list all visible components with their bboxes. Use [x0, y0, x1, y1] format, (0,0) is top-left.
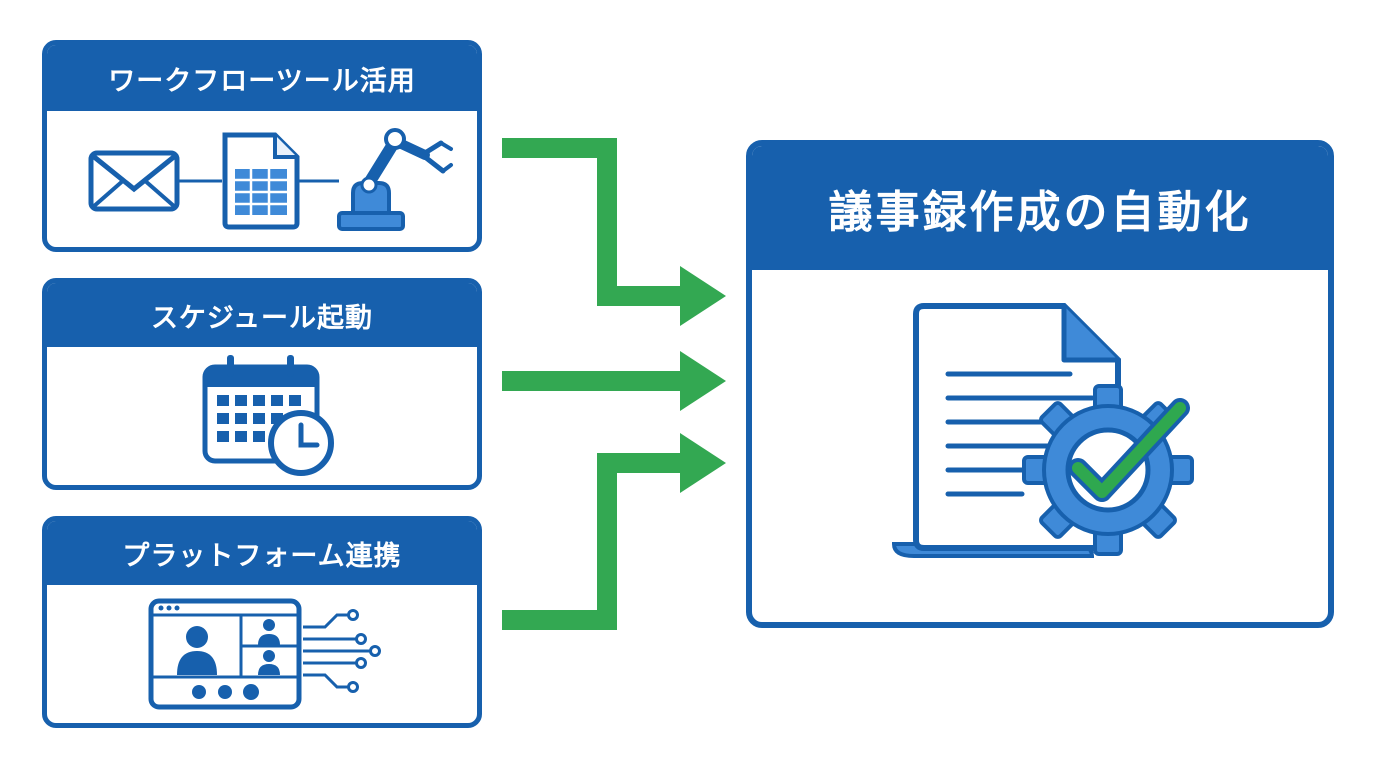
arrow-platform-to-target: [502, 453, 684, 630]
workflow-tool-title: ワークフローツール活用: [47, 45, 477, 111]
platform-integration-card: プラットフォーム連携: [42, 516, 482, 728]
arrowhead-workflow: [680, 266, 726, 326]
platform-integration-title: プラットフォーム連携: [47, 521, 477, 585]
video-conference-icon: [148, 598, 302, 710]
schedule-launch-title: スケジュール起動: [47, 283, 477, 347]
arrowhead-schedule: [680, 351, 726, 411]
arrow-workflow-to-target: [502, 138, 684, 306]
workflow-tool-card: ワークフローツール活用: [42, 40, 482, 252]
schedule-launch-card: スケジュール起動: [42, 278, 482, 490]
checkmark-icon: [1068, 398, 1190, 502]
spreadsheet-icon: [222, 132, 300, 230]
minutes-automation-card: 議事録作成の自動化: [746, 140, 1334, 628]
calendar-clock-icon: [202, 355, 334, 476]
robot-arm-icon: [337, 128, 453, 231]
arrowhead-platform: [680, 433, 726, 493]
mail-icon: [88, 150, 180, 212]
minutes-automation-title: 議事録作成の自動化: [752, 146, 1328, 270]
circuit-connector-icon: [303, 609, 381, 693]
